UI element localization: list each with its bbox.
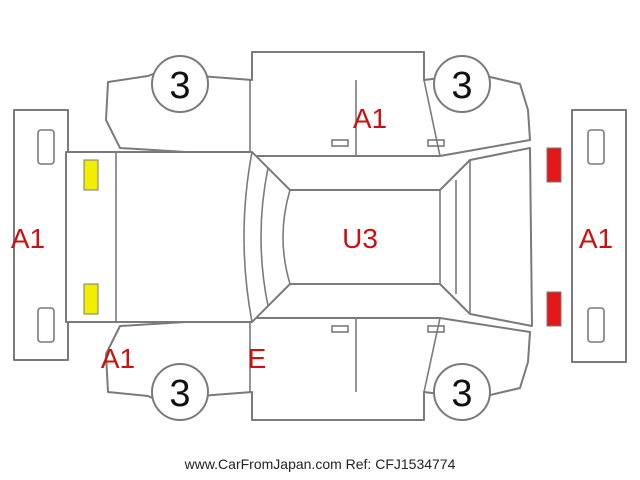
code-rear-bumper: A1 bbox=[579, 223, 613, 254]
code-side-panel-top: A1 bbox=[353, 103, 387, 134]
rear-lamp-top bbox=[546, 147, 562, 183]
wheel-rear-left: 3 bbox=[433, 55, 491, 113]
wheel-front-right: 3 bbox=[151, 363, 209, 421]
rear-lamp-bottom bbox=[546, 291, 562, 327]
wheel-rear-right-rating: 3 bbox=[451, 373, 472, 415]
code-front-corner-lower: A1 bbox=[101, 343, 135, 374]
code-front-bumper: A1 bbox=[11, 223, 45, 254]
wheel-front-left-rating: 3 bbox=[169, 65, 190, 107]
wheel-front-left: 3 bbox=[151, 55, 209, 113]
rear-bumper bbox=[571, 109, 627, 363]
reference-footer: www.CarFromJapan.com Ref: CFJ1534774 bbox=[184, 456, 456, 472]
car-body-top-view bbox=[65, 147, 533, 327]
code-side-lower: E bbox=[248, 343, 267, 374]
front-lamp-bottom bbox=[83, 283, 99, 315]
wheel-rear-left-rating: 3 bbox=[451, 65, 472, 107]
front-lamp-top bbox=[83, 159, 99, 191]
front-bumper bbox=[13, 109, 69, 361]
wheel-rear-right: 3 bbox=[433, 363, 491, 421]
code-roof: U3 bbox=[342, 223, 378, 254]
wheel-front-right-rating: 3 bbox=[169, 373, 190, 415]
